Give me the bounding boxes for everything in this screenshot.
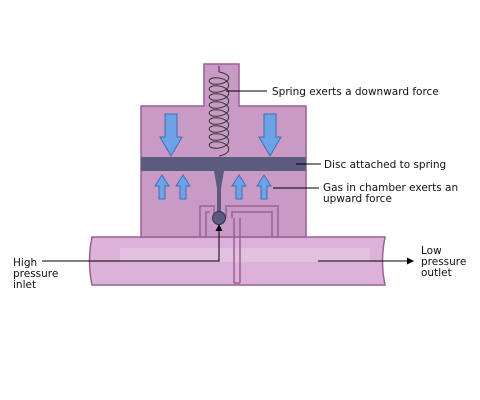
- inlet-leader: [42, 228, 220, 262]
- inlet-label-line3: inlet: [13, 279, 36, 291]
- valve-ball-icon: [212, 211, 226, 225]
- inlet-label-line1: High: [13, 257, 37, 269]
- gas-label-line1: Gas in chamber exerts an: [323, 182, 458, 194]
- inlet-passage: [199, 205, 215, 237]
- up-arrow-icon: [231, 174, 247, 200]
- down-arrow-icon: [159, 113, 183, 157]
- disc-label: Disc attached to spring: [324, 159, 446, 171]
- outlet-leader-arrowhead: [407, 257, 414, 265]
- outlet-label-line2: pressure: [421, 256, 466, 268]
- gas-label-line2: upward force: [323, 193, 392, 205]
- inlet-leader-arrowhead: [215, 224, 223, 231]
- down-arrow-icon: [258, 113, 282, 157]
- outlet-passage: [225, 205, 279, 237]
- up-arrow-icon: [256, 174, 272, 200]
- outlet-label-line3: outlet: [421, 267, 452, 279]
- outlet-label-line1: Low: [421, 245, 442, 257]
- up-arrow-icon: [175, 174, 191, 200]
- pipe-highlight: [120, 248, 370, 262]
- up-arrow-icon: [154, 174, 170, 200]
- disc: [141, 157, 306, 171]
- disc-stem: [214, 171, 224, 212]
- spring-label: Spring exerts a downward force: [272, 86, 439, 98]
- inlet-label-line2: pressure: [13, 268, 58, 280]
- spring-coil-icon: [208, 66, 230, 157]
- inlet-tube: [233, 218, 241, 284]
